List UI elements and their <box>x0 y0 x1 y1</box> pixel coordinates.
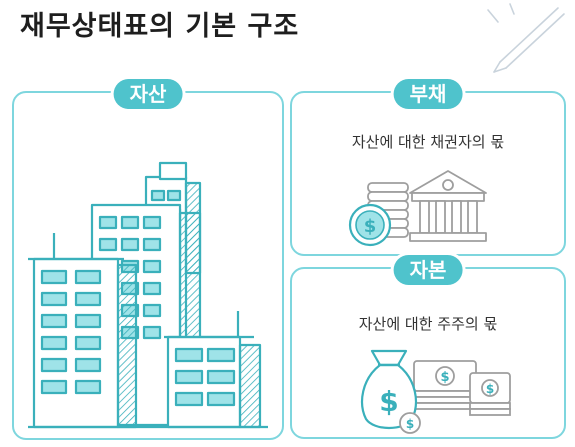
asset-label: 자산 <box>113 79 183 109</box>
buildings-icon <box>28 161 268 429</box>
liability-panel: 부채 자산에 대한 채권자의 몫 $ <box>290 79 566 256</box>
money-bag-icon: $ $ $ $ <box>360 349 511 434</box>
page-title: 재무상태표의 기본 구조 <box>20 11 300 42</box>
equity-label: 자본 <box>393 255 463 285</box>
svg-text:$: $ <box>379 385 398 418</box>
svg-text:$: $ <box>406 417 414 431</box>
liability-label: 부채 <box>393 79 463 109</box>
pencil-icon <box>487 3 565 73</box>
svg-text:$: $ <box>364 216 377 237</box>
liability-description: 자산에 대한 채권자의 몫 <box>351 133 505 151</box>
equity-description: 자산에 대한 주주의 몫 <box>358 315 498 333</box>
asset-panel: 자산 <box>12 79 284 440</box>
equity-panel: 자본 자산에 대한 주주의 몫 $ $ $ $ <box>290 255 566 439</box>
svg-text:$: $ <box>486 382 494 396</box>
svg-text:$: $ <box>440 370 449 385</box>
bank-icon: $ <box>348 170 487 247</box>
